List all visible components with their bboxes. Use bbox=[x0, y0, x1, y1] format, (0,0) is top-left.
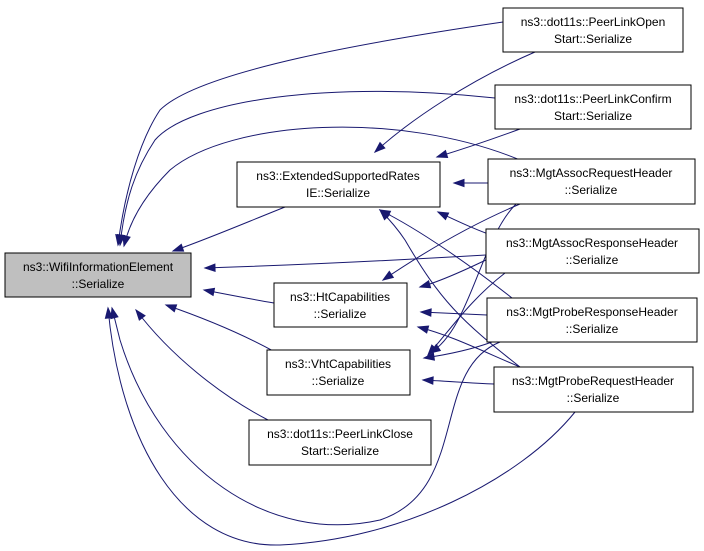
edge-arrowhead bbox=[373, 141, 386, 153]
node-extended-supported-rates-ie-serialize[interactable]: ns3::ExtendedSupportedRates IE::Serializ… bbox=[236, 161, 441, 208]
edge-line bbox=[379, 209, 521, 368]
edge-arrowhead bbox=[435, 149, 449, 159]
node-label-line1: ns3::ExtendedSupportedRates bbox=[256, 169, 419, 183]
node-label-line2: ::Serialize bbox=[72, 277, 125, 291]
edge-arrowhead bbox=[122, 234, 131, 248]
node-peer-link-confirm-start-serialize[interactable]: ns3::dot11s::PeerLinkConfirm Start::Seri… bbox=[494, 84, 692, 130]
node-label-line2: ::Serialize bbox=[566, 253, 619, 267]
edge-arrowhead bbox=[164, 304, 178, 313]
edge-arrowhead bbox=[419, 308, 432, 317]
node-label-line2: Start::Serialize bbox=[301, 444, 379, 458]
node-mgt-assoc-request-header-serialize[interactable]: ns3::MgtAssocRequestHeader ::Serialize bbox=[487, 158, 696, 205]
edge-arrowhead bbox=[436, 211, 450, 221]
edge-line bbox=[135, 309, 269, 421]
node-label-line1: ns3::dot11s::PeerLinkConfirm bbox=[514, 92, 671, 106]
edge-line bbox=[111, 307, 501, 526]
edge-arrowhead bbox=[203, 263, 216, 272]
edge-line bbox=[379, 209, 513, 299]
edge-plo-to-wie bbox=[115, 21, 504, 247]
edge-arrowhead bbox=[202, 287, 216, 297]
node-label-line1: ns3::VhtCapabilities bbox=[285, 357, 391, 371]
node-label-line2: ::Serialize bbox=[314, 307, 367, 321]
node-label-line1: ns3::HtCapabilities bbox=[290, 290, 390, 304]
node-label-line1: ns3::dot11s::PeerLinkOpen bbox=[521, 15, 666, 29]
edge-line bbox=[419, 257, 491, 288]
edge-line bbox=[204, 254, 487, 269]
node-mgt-probe-response-header-serialize[interactable]: ns3::MgtProbeResponseHeader ::Serialize bbox=[486, 297, 698, 343]
node-peer-link-open-start-serialize[interactable]: ns3::dot11s::PeerLinkOpen Start::Seriali… bbox=[502, 7, 684, 53]
node-peer-link-close-start-serialize[interactable]: ns3::dot11s::PeerLinkClose Start::Serial… bbox=[248, 419, 432, 466]
edge-line bbox=[165, 304, 276, 353]
node-label-line2: Start::Serialize bbox=[554, 32, 632, 46]
nodes-layer: ns3::WifiInformationElement ::Serialize … bbox=[4, 7, 700, 466]
edge-mprq-to-wie bbox=[104, 306, 576, 546]
node-label-line1: ns3::MgtProbeResponseHeader bbox=[506, 305, 677, 319]
edge-mars-to-wie bbox=[203, 254, 487, 272]
edge-arrowhead bbox=[381, 270, 395, 281]
edge-line bbox=[172, 206, 286, 252]
edge-line bbox=[374, 51, 536, 153]
edge-arrowhead bbox=[418, 279, 432, 289]
edge-arrowhead bbox=[135, 308, 146, 321]
edge-esr-to-wie bbox=[171, 206, 286, 252]
edge-mars-to-htc bbox=[418, 257, 491, 289]
node-label-line1: ns3::MgtAssocRequestHeader bbox=[510, 166, 673, 180]
edge-mprs-to-wie bbox=[110, 306, 501, 526]
edge-arrowhead bbox=[422, 352, 435, 361]
edge-line bbox=[119, 90, 496, 246]
edge-marq-to-wie bbox=[122, 126, 521, 248]
edge-arrowhead bbox=[110, 306, 119, 320]
edge-arrowhead bbox=[104, 306, 114, 319]
edge-mprq-to-vhtc bbox=[421, 376, 495, 385]
node-mgt-probe-request-header-serialize[interactable]: ns3::MgtProbeRequestHeader ::Serialize bbox=[493, 366, 694, 413]
node-label-line1: ns3::dot11s::PeerLinkClose bbox=[267, 427, 413, 441]
edge-line bbox=[382, 203, 521, 281]
edge-arrowhead bbox=[421, 376, 434, 385]
edge-line bbox=[417, 326, 521, 368]
edge-arrowhead bbox=[378, 208, 391, 221]
edge-plc-to-wie bbox=[135, 308, 269, 421]
edge-mprq-to-htc bbox=[416, 325, 521, 368]
edge-line bbox=[107, 307, 576, 546]
edge-line bbox=[436, 128, 521, 158]
edge-line bbox=[427, 272, 506, 356]
node-label-line1: ns3::WifiInformationElement bbox=[23, 260, 174, 274]
edge-plcf-to-esr bbox=[435, 128, 521, 159]
edge-plo-to-esr bbox=[373, 51, 536, 153]
edge-line bbox=[203, 289, 275, 304]
edges-layer bbox=[104, 21, 576, 546]
edge-line bbox=[422, 379, 495, 385]
node-label-line2: IE::Serialize bbox=[306, 186, 370, 200]
edge-htc-to-wie bbox=[202, 287, 275, 304]
node-wifi-information-element-serialize[interactable]: ns3::WifiInformationElement ::Serialize bbox=[4, 252, 192, 298]
node-label-line2: ::Serialize bbox=[566, 322, 619, 336]
node-label-line2: ::Serialize bbox=[567, 391, 620, 405]
edge-line bbox=[429, 203, 517, 354]
edge-line bbox=[420, 311, 488, 316]
node-vht-capabilities-serialize[interactable]: ns3::VhtCapabilities ::Serialize bbox=[266, 349, 411, 396]
edge-arrowhead bbox=[452, 178, 465, 188]
node-label-line1: ns3::MgtProbeRequestHeader bbox=[512, 374, 674, 388]
edge-marq-to-htc bbox=[381, 203, 521, 281]
edge-mprs-to-vhtc bbox=[422, 341, 493, 361]
node-ht-capabilities-serialize[interactable]: ns3::HtCapabilities ::Serialize bbox=[273, 282, 408, 328]
edge-mprs-to-htc bbox=[419, 308, 488, 317]
node-label-line2: ::Serialize bbox=[565, 183, 618, 197]
edge-marq-to-esr bbox=[452, 178, 488, 188]
edge-arrowhead bbox=[416, 325, 430, 334]
edge-line bbox=[123, 126, 521, 247]
node-label-line1: ns3::MgtAssocResponseHeader bbox=[506, 236, 678, 250]
edge-vhtc-to-wie bbox=[164, 304, 276, 353]
edge-mprq-to-esr bbox=[378, 208, 521, 368]
edge-arrowhead bbox=[171, 243, 185, 252]
edge-mars-to-vhtc bbox=[427, 272, 506, 357]
node-mgt-assoc-response-header-serialize[interactable]: ns3::MgtAssocResponseHeader ::Serialize bbox=[485, 228, 700, 274]
edge-line bbox=[117, 21, 504, 246]
edge-arrowhead bbox=[427, 344, 439, 357]
node-label-line2: ::Serialize bbox=[312, 374, 365, 388]
node-label-line2: Start::Serialize bbox=[554, 109, 632, 123]
